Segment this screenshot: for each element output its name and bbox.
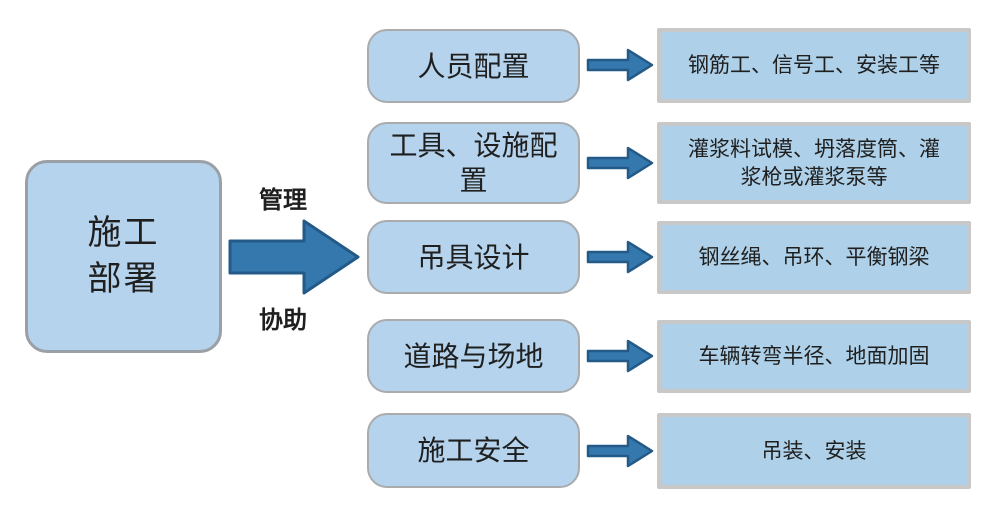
category-label: 道路与场地 [403,339,544,373]
main-arrow-bottom-label: 协助 [259,306,307,334]
category-box-tools-facilities: 工具、设施配置 [367,122,580,204]
detail-box-construction-safety: 吊装、安装 [657,413,971,489]
category-box-construction-safety: 施工安全 [367,413,580,488]
detail-label: 吊装、安装 [761,438,867,463]
detail-box-roads-site: 车辆转弯半径、地面加固 [657,320,971,393]
main-arrow-top-label: 管理 [259,186,307,214]
category-box-personnel: 人员配置 [367,29,580,103]
root-node-label-line1: 施工 [87,212,160,253]
detail-label: 钢筋工、信号工、安装工等 [688,53,940,78]
category-label: 吊具设计 [417,240,530,274]
flow-arrow-icon [586,240,654,274]
category-box-rigging-design: 吊具设计 [367,220,580,294]
category-label: 施工安全 [417,434,530,467]
detail-label: 灌浆料试模、坍落度筒、灌浆枪或灌浆泵等 [688,136,940,189]
flow-arrow-icon [586,146,654,180]
detail-box-rigging-design: 钢丝绳、吊环、平衡钢梁 [657,221,971,294]
flow-arrow-icon [586,48,654,82]
category-label: 工具、设施配置 [389,129,558,197]
flow-arrow-icon [586,434,654,468]
main-right-arrow-icon [228,219,360,295]
detail-label: 车辆转弯半径、地面加固 [698,344,930,369]
detail-box-personnel: 钢筋工、信号工、安装工等 [657,28,971,103]
category-label: 人员配置 [417,49,530,83]
category-box-roads-site: 道路与场地 [367,319,580,393]
flow-arrow-icon [586,339,654,373]
detail-box-tools-facilities: 灌浆料试模、坍落度筒、灌浆枪或灌浆泵等 [657,122,971,204]
root-node-construction-deployment: 施工 部署 [25,160,222,353]
root-node-label-line2: 部署 [87,258,160,299]
detail-label: 钢丝绳、吊环、平衡钢梁 [698,245,930,270]
